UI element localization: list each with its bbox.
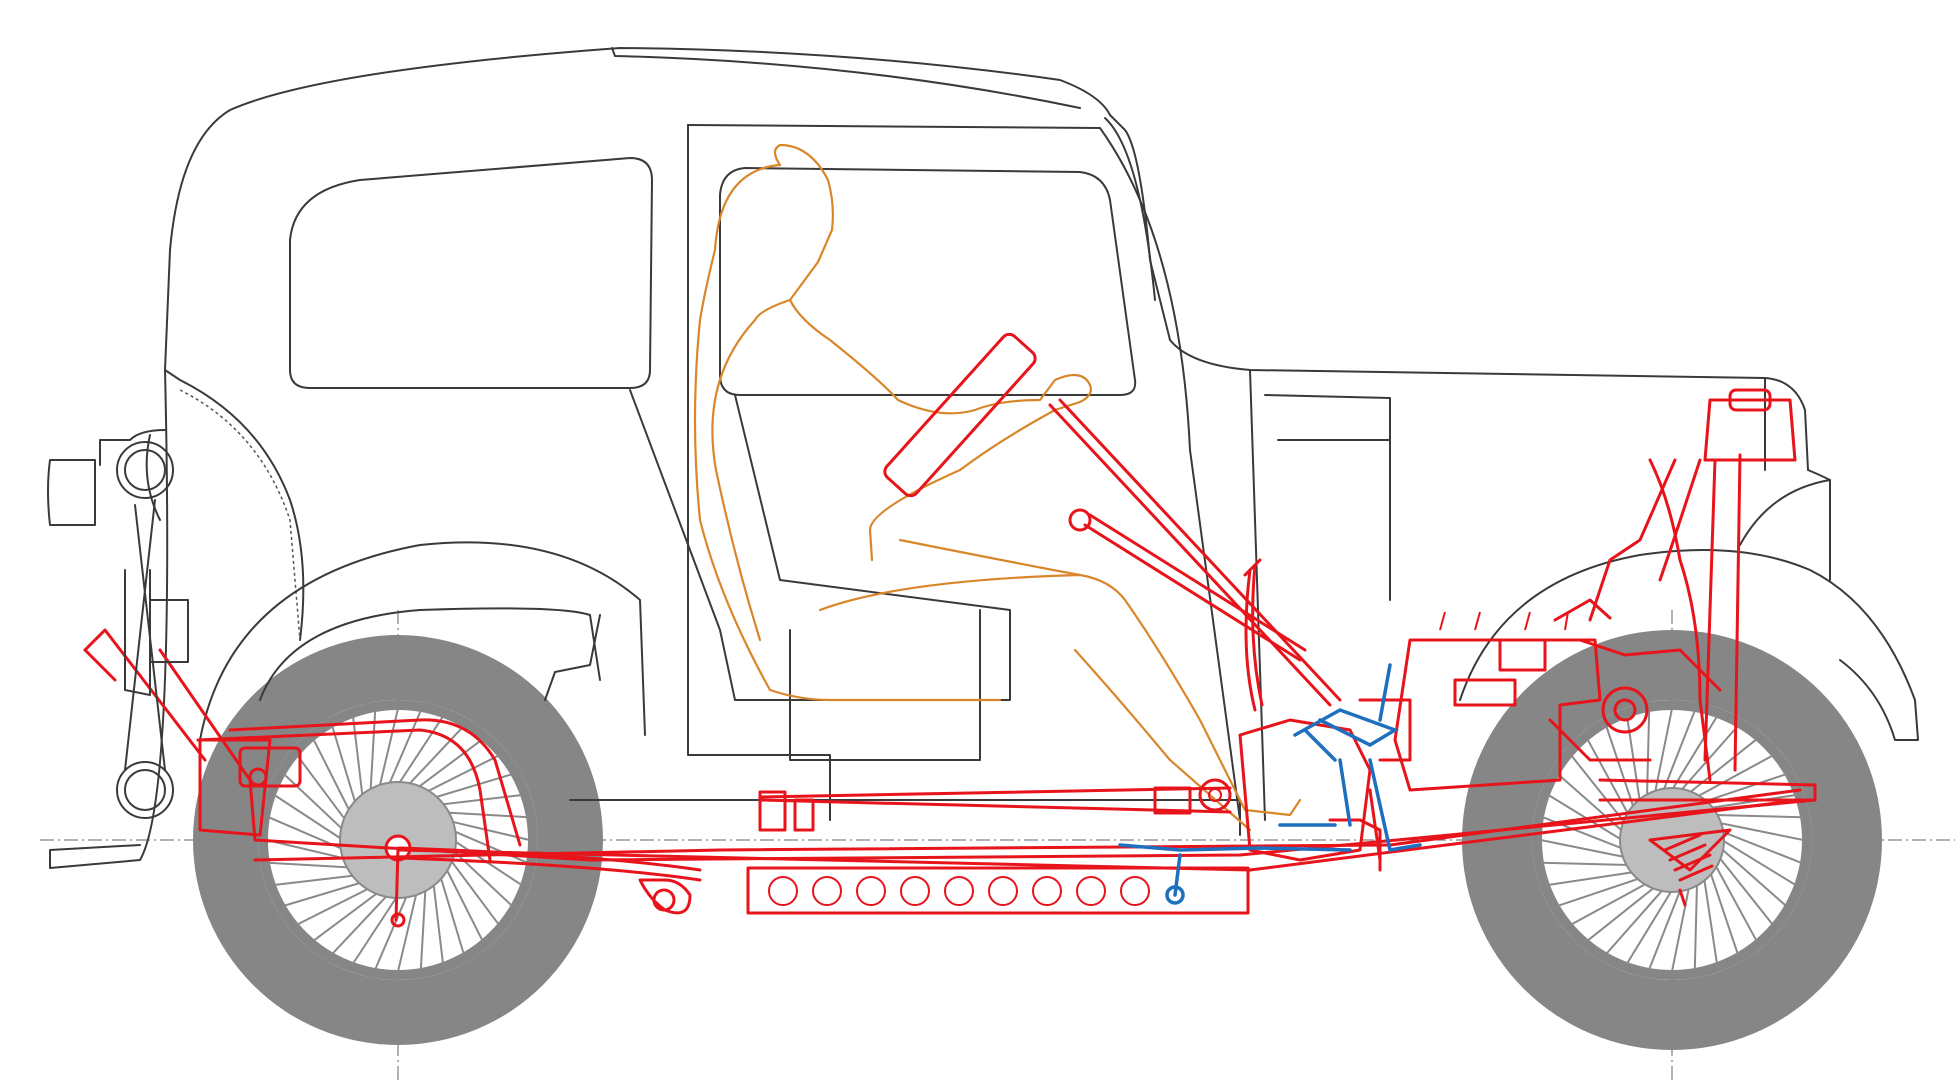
wheel-spoke (331, 725, 357, 805)
wheel-spoke (445, 811, 529, 819)
frame-hole (856, 876, 886, 906)
wheel-spoke (1709, 871, 1739, 955)
wheel-spoke (444, 867, 484, 942)
frame-hole (1120, 876, 1150, 906)
rear-lamps (116, 441, 189, 819)
wheel-spoke (1693, 883, 1698, 971)
wheel-spoke (448, 858, 500, 926)
wheel-spoke (1671, 715, 1719, 791)
wheel-spoke (1605, 888, 1665, 955)
wheel-spoke (1720, 847, 1787, 907)
wheel-spoke (419, 887, 427, 971)
wheel-spoke (1653, 707, 1674, 794)
wheel-spoke (1721, 839, 1797, 887)
wheel-spoke (1557, 877, 1641, 907)
wheel-spoke (296, 754, 348, 822)
frame-hole (1076, 876, 1106, 906)
wheel-spoke (1586, 886, 1656, 942)
wheel-spoke (1541, 861, 1629, 866)
wheel-spoke (273, 874, 356, 887)
wheel-spoke (1570, 754, 1626, 824)
front-wheel (1462, 630, 1882, 1050)
wheel-spoke (1547, 871, 1634, 887)
wheel-spoke (396, 891, 418, 973)
wheel-spoke (1703, 773, 1787, 803)
wheel-spoke (387, 709, 422, 787)
wheel-spoke (351, 894, 399, 965)
wheel-spoke (331, 893, 390, 955)
wheel-spoke (432, 882, 445, 965)
rear-wheel (193, 635, 603, 1045)
frame-hole (1032, 876, 1062, 906)
wheel-spoke (283, 773, 345, 832)
wheel-spoke (451, 829, 529, 864)
wheel-spoke (1679, 725, 1739, 792)
wheel-spoke (265, 838, 347, 860)
wheel-spoke (312, 890, 380, 942)
wheel-spoke (1714, 864, 1758, 942)
wheel-spoke (1670, 886, 1691, 973)
wheel-spoke (1688, 738, 1758, 794)
wheel-spoke (351, 715, 364, 798)
wheel-spoke (439, 875, 465, 955)
frame-hole (812, 876, 842, 906)
wheel-spoke (273, 793, 344, 841)
wheel-spoke (1648, 888, 1682, 971)
pedal-linkage (1118, 663, 1422, 905)
wheel-spoke (397, 715, 445, 786)
chassis-frame (83, 332, 1817, 928)
wheel-spoke (1696, 754, 1774, 798)
wheel-spoke (1570, 882, 1648, 926)
wheel-spoke (1703, 878, 1719, 965)
wheel-spoke (1539, 838, 1626, 859)
wheel-spoke (374, 893, 409, 971)
wheel-spoke (296, 886, 371, 926)
wheel-spoke (283, 881, 363, 907)
wheel-spoke (416, 738, 484, 790)
wheel-spoke (1586, 738, 1630, 816)
wheel-spoke (1557, 773, 1624, 833)
wheel-spoke (425, 754, 500, 794)
driver-figure (693, 143, 1302, 832)
wheel-spoke (1605, 725, 1635, 809)
wheel-spoke (1718, 821, 1805, 842)
frame-hole (944, 876, 974, 906)
frame-hole (900, 876, 930, 906)
wheel-spoke (1718, 856, 1774, 926)
frame-hole (768, 876, 798, 906)
wheel-spoke (312, 738, 352, 813)
frame-hole (988, 876, 1018, 906)
wheel-spoke (1715, 814, 1803, 819)
wheel-spoke (267, 861, 351, 869)
wheel-spoke (1662, 709, 1696, 792)
wheel-spoke (406, 725, 465, 787)
wheel-spoke (1625, 889, 1673, 965)
wheel-spoke (1720, 830, 1803, 864)
